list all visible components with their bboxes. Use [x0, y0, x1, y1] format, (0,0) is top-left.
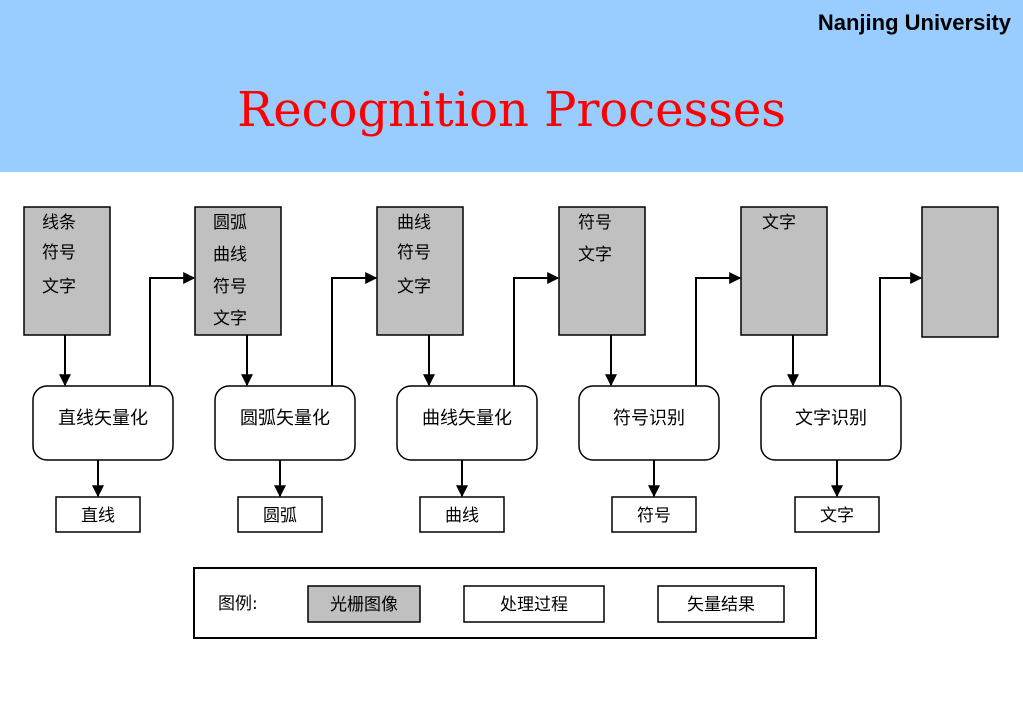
result-label-1: 直线: [81, 506, 115, 526]
raster-box-4-line-2: 文字: [578, 245, 612, 265]
legend-label: 图例:: [218, 594, 258, 614]
process-label-5: 文字识别: [795, 408, 867, 429]
result-box-3: 曲线: [419, 496, 505, 533]
raster-box-2-line-2: 曲线: [213, 245, 247, 265]
raster-box-6: [921, 206, 999, 338]
page-title: Recognition Processes: [237, 82, 786, 138]
legend-process-swatch: [463, 585, 605, 623]
raster-box-5-line-1: 文字: [762, 213, 796, 233]
raster-box-1: 线条 符号 文字: [23, 206, 111, 336]
legend-raster-swatch: [307, 585, 421, 623]
raster-box-3-line-3: 文字: [397, 277, 431, 297]
arrow-process-to-raster-3: [513, 272, 560, 386]
result-label-2: 圆弧: [263, 506, 297, 526]
raster-box-2-line-1: 圆弧: [213, 213, 247, 233]
legend-vector-label: 矢量结果: [687, 595, 755, 615]
raster-box-2-line-4: 文字: [213, 309, 247, 329]
process-box-1: 直线矢量化: [32, 385, 174, 461]
raster-box-3: 曲线 符号 文字: [376, 206, 464, 336]
raster-box-3-line-1: 曲线: [397, 213, 431, 233]
process-label-3: 曲线矢量化: [422, 408, 512, 429]
legend: 图例: 光栅图像 处理过程 矢量结果: [193, 567, 817, 639]
arrow-process-to-raster-2: [331, 272, 378, 386]
result-box-2: 圆弧: [237, 496, 323, 533]
legend-raster-label: 光栅图像: [330, 595, 398, 615]
raster-box-2: 圆弧 曲线 符号 文字: [194, 206, 282, 336]
recognition-diagram: 线条 符号 文字 圆弧 曲线 符号 文字 曲线 符号 文字 符号 文字 文字 直…: [23, 206, 999, 639]
result-box-4: 符号: [611, 496, 697, 533]
result-box-1: 直线: [55, 496, 141, 533]
arrow-process-to-raster-4: [695, 272, 742, 386]
process-box-5: 文字识别: [760, 385, 902, 461]
result-label-3: 曲线: [445, 506, 479, 526]
process-label-4: 符号识别: [613, 408, 685, 429]
legend-process-label: 处理过程: [500, 595, 568, 615]
raster-box-1-line-3: 文字: [42, 277, 76, 297]
result-label-5: 文字: [820, 506, 854, 526]
process-box-3: 曲线矢量化: [396, 385, 538, 461]
raster-box-4: 符号 文字: [558, 206, 646, 336]
result-box-5: 文字: [794, 496, 880, 533]
process-box-4: 符号识别: [578, 385, 720, 461]
university-name: Nanjing University: [817, 10, 1011, 35]
header-banner: Nanjing University Recognition Processes: [0, 0, 1023, 172]
arrow-process-to-raster-5: [879, 272, 923, 386]
raster-box-1-line-2: 符号: [42, 243, 76, 263]
raster-box-4-line-1: 符号: [578, 213, 612, 233]
result-label-4: 符号: [637, 506, 671, 526]
raster-box-3-line-2: 符号: [397, 243, 431, 263]
process-box-2: 圆弧矢量化: [214, 385, 356, 461]
process-label-1: 直线矢量化: [58, 408, 148, 429]
raster-box-1-line-1: 线条: [42, 213, 76, 233]
raster-box-2-line-3: 符号: [213, 277, 247, 297]
arrow-process-to-raster-1: [149, 272, 196, 386]
process-label-2: 圆弧矢量化: [240, 408, 330, 429]
raster-box-5: 文字: [740, 206, 828, 336]
legend-vector-swatch: [657, 585, 785, 623]
